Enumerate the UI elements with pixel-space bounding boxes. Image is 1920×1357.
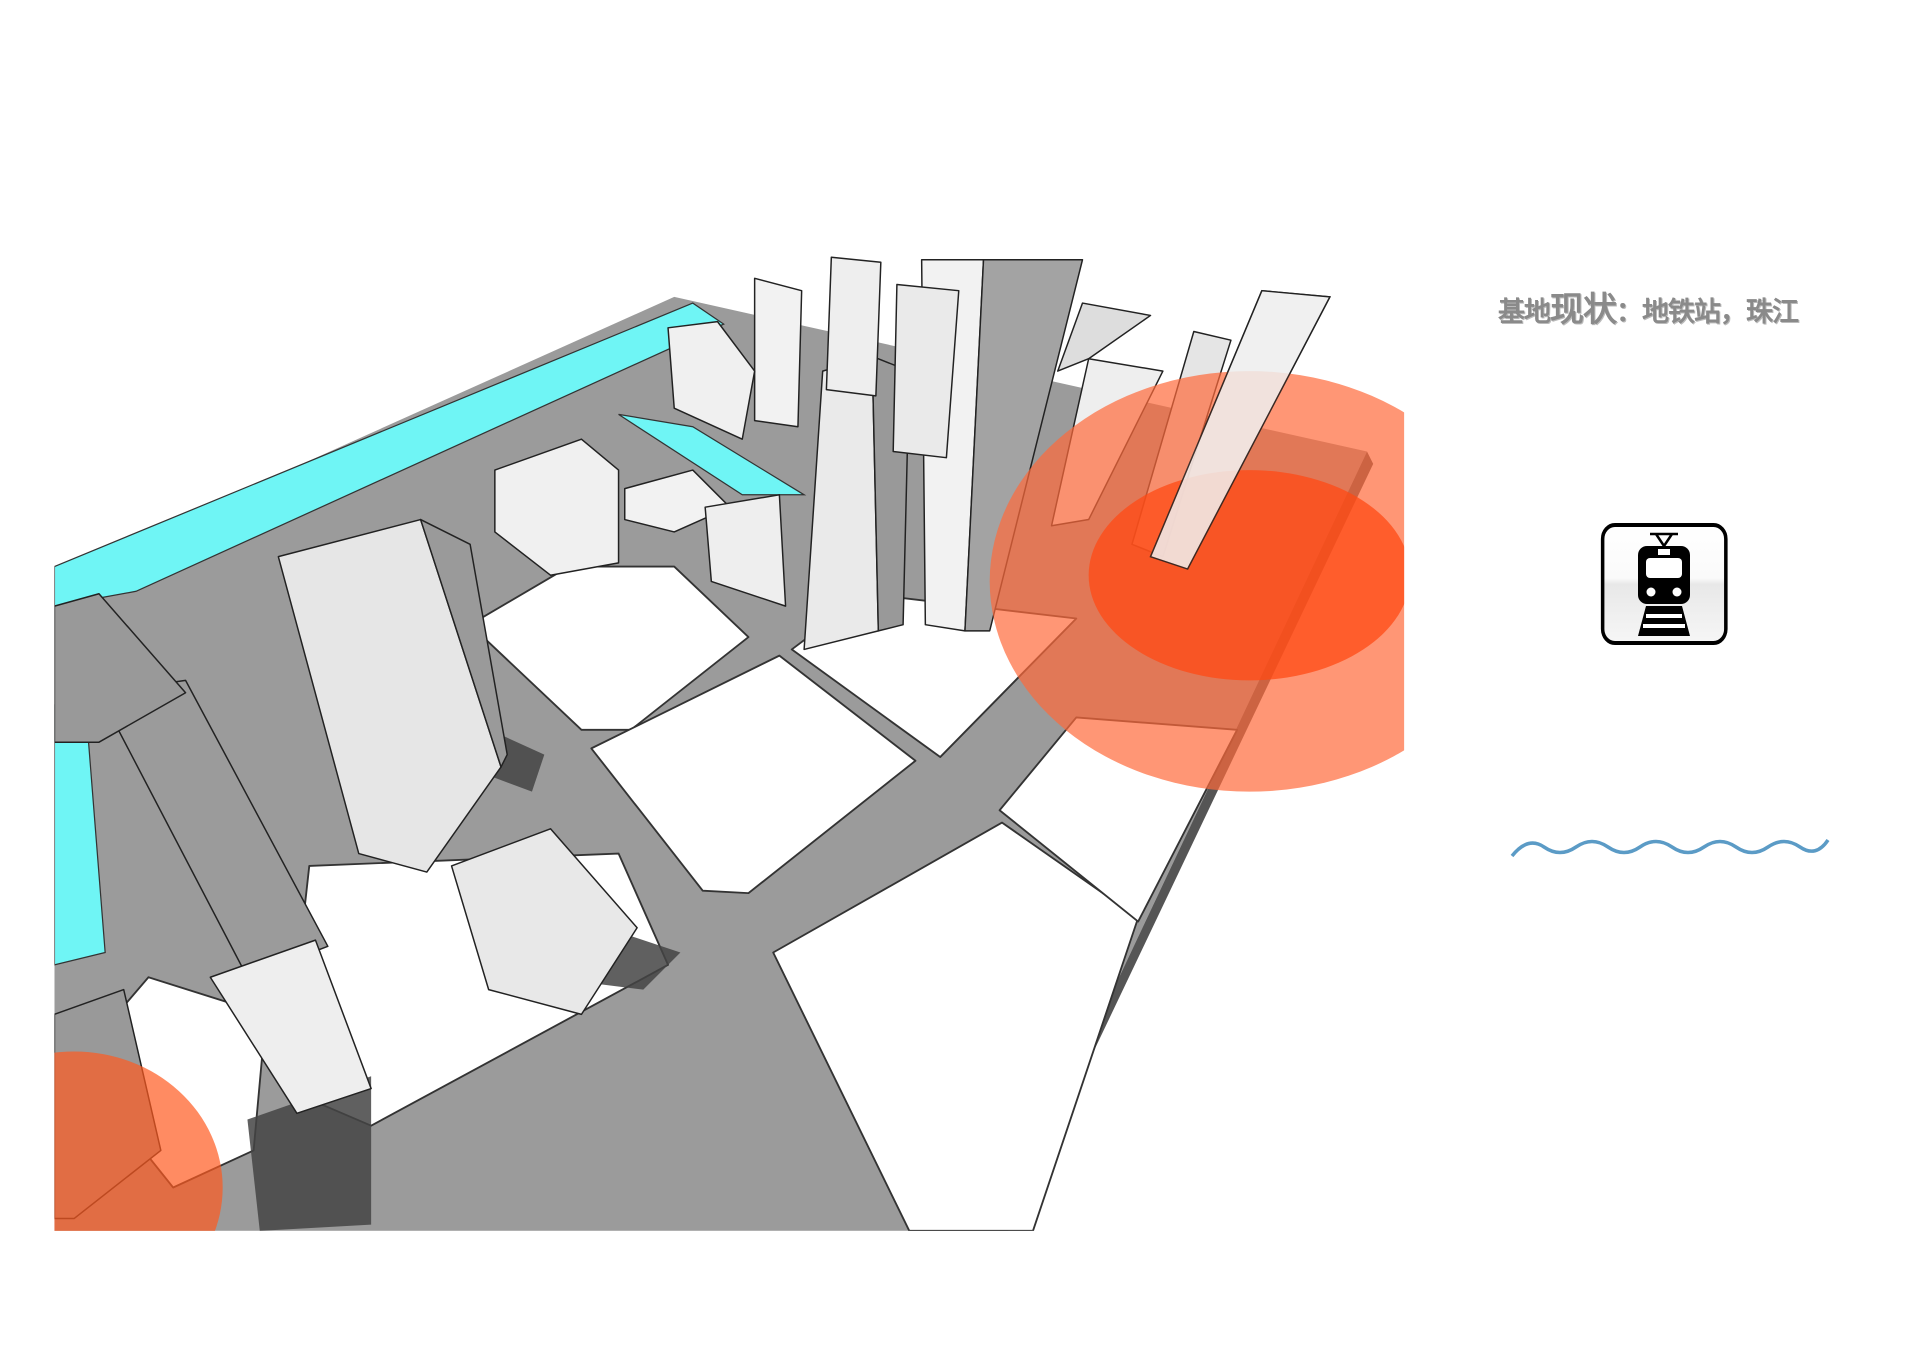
tower — [419, 518, 508, 768]
tower — [964, 259, 1084, 632]
page-title: 基地现状：地铁站，珠江 — [1498, 282, 1799, 331]
metro-station-zone — [54, 1051, 223, 1231]
tower — [825, 256, 882, 397]
low-rise — [667, 320, 756, 440]
tower — [892, 283, 960, 459]
title-emphasis: 现状 — [1550, 290, 1617, 330]
tower — [1056, 302, 1152, 372]
wave-icon — [1510, 838, 1830, 858]
tower — [54, 593, 187, 743]
title-suffix: ：地铁站，珠江 — [1616, 297, 1799, 328]
tower — [1149, 289, 1332, 570]
low-rise — [494, 438, 620, 576]
canal-water — [618, 413, 807, 496]
tower — [209, 939, 372, 1115]
pearl-river-water — [54, 302, 725, 607]
city-block — [590, 654, 917, 895]
city-block — [772, 821, 1140, 1231]
tower — [753, 277, 803, 428]
tower — [277, 518, 502, 873]
building-shadow — [247, 1076, 372, 1231]
train-icon — [1600, 523, 1728, 645]
title-prefix: 基地 — [1498, 297, 1551, 328]
low-rise — [624, 469, 731, 533]
tower — [450, 828, 638, 1016]
low-rise — [704, 494, 787, 607]
